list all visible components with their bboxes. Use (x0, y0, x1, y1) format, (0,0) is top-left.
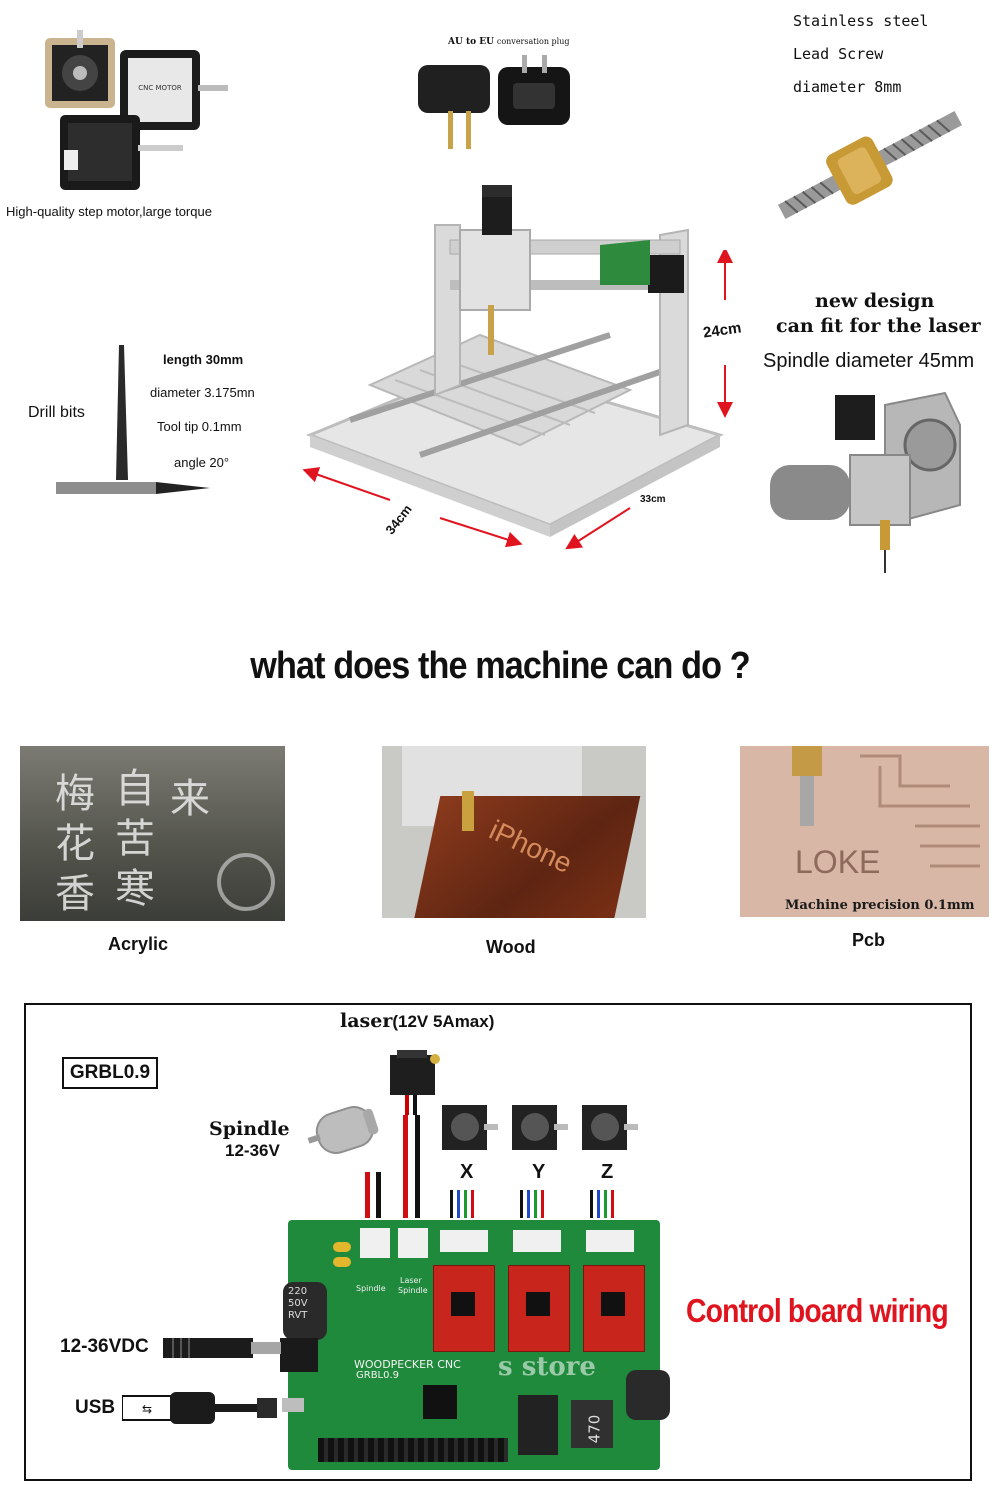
stepper-motor-image: CNC MOTOR (40, 30, 240, 200)
usb-label: USB (75, 1397, 116, 1418)
control-board: Spindle Laser Spindle 220 50V RVT WOODPE… (280, 1220, 670, 1470)
spindle-voltage: 12-36V (225, 1141, 280, 1160)
svg-text:CNC MOTOR: CNC MOTOR (138, 84, 182, 92)
plug-caption-a: AU to EU (448, 37, 494, 47)
axis-x-label: X (460, 1161, 474, 1183)
inductor-label: 470 (585, 1414, 604, 1444)
screw-caption-line2: Lead Screw (793, 45, 884, 63)
acrylic-char-4: 花 (55, 821, 95, 867)
cnc-machine-image (300, 185, 740, 555)
pcb-sample-image: LOKE Machine precision 0.1mm (740, 746, 989, 917)
acrylic-char-3: 来 (170, 776, 210, 822)
pcb-note: Machine precision 0.1mm (785, 898, 975, 913)
laser-module-icon (390, 1050, 440, 1115)
board-grbl: GRBL0.9 (356, 1370, 400, 1381)
pcb-label: Pcb (852, 930, 886, 950)
lead-screw-image (770, 105, 970, 220)
drill-diameter: diameter 3.175mn (150, 385, 255, 400)
cap-big-label: 220 50V RVT (288, 1286, 308, 1321)
usb-cable-icon: ⇆ (122, 1392, 277, 1424)
acrylic-char-5: 苦 (115, 816, 155, 862)
conn-laser-label: Laser (400, 1276, 422, 1285)
acrylic-sample-image: 梅 自 来 花 苦 香 寒 (20, 746, 285, 921)
drill-label: Drill bits (28, 404, 85, 421)
spindle-diameter: Spindle diameter 45mm (763, 350, 975, 372)
laser-label: laser (340, 1010, 393, 1032)
plug-caption-b: conversation plug (496, 37, 570, 46)
drill-bit-image (50, 340, 215, 505)
axis-z-label: Z (601, 1161, 614, 1183)
board-watermark: s store (498, 1352, 596, 1382)
wiring-panel (24, 1003, 972, 1481)
stepper-motor-z-icon (582, 1105, 638, 1150)
power-label: 12-36VDC (60, 1336, 149, 1357)
laser-spec: (12V 5Amax) (392, 1012, 495, 1031)
laser-spec-label: laser(12V 5Amax) (340, 1010, 494, 1032)
spindle-mount-image (765, 385, 965, 580)
stepper-motor-y-icon (512, 1105, 568, 1150)
laser-line1: new design (815, 290, 935, 312)
drill-tip: Tool tip 0.1mm (157, 419, 242, 434)
section-title: what does the machine can do ? (250, 645, 750, 687)
wood-sample-image: iPhone (382, 746, 646, 918)
screw-caption-line1: Stainless steel (793, 12, 929, 30)
spindle-label: Spindle (209, 1118, 290, 1140)
drill-angle: angle 20° (174, 455, 230, 470)
control-board-title: Control board wiring (686, 1292, 949, 1329)
svg-text:⇆: ⇆ (142, 1402, 152, 1416)
conn-spindle-label: Spindle (356, 1284, 386, 1293)
acrylic-char-6: 香 (55, 871, 95, 917)
pcb-engraving: LOKE (795, 844, 881, 880)
stepper-motor-x-icon (442, 1105, 498, 1150)
plug-adapter-image (410, 55, 585, 155)
firmware-badge: GRBL0.9 (62, 1057, 158, 1089)
acrylic-label: Acrylic (108, 934, 169, 954)
plug-caption: AU to EU conversation plug (448, 37, 569, 47)
acrylic-char-7: 寒 (115, 866, 155, 912)
board-name: WOODPECKER CNC (354, 1358, 461, 1371)
axis-y-label: Y (532, 1161, 546, 1183)
laser-line2: can fit for the laser (776, 315, 981, 337)
wood-label: Wood (486, 937, 536, 957)
drill-length: length 30mm (163, 352, 244, 367)
screw-caption-line3: diameter 8mm (793, 78, 902, 96)
acrylic-char-1: 梅 (55, 771, 95, 817)
dim-depth-label: 33cm (640, 494, 666, 505)
dimension-arrows (302, 250, 733, 550)
wire-bundle (365, 1115, 614, 1218)
spindle-motor-icon (307, 1106, 379, 1154)
power-cable-icon (163, 1338, 281, 1358)
motor-caption: High-quality step motor,large torque (6, 204, 212, 219)
conn-laser-spindle-label: Spindle (398, 1286, 428, 1295)
acrylic-char-2: 自 (115, 766, 155, 812)
